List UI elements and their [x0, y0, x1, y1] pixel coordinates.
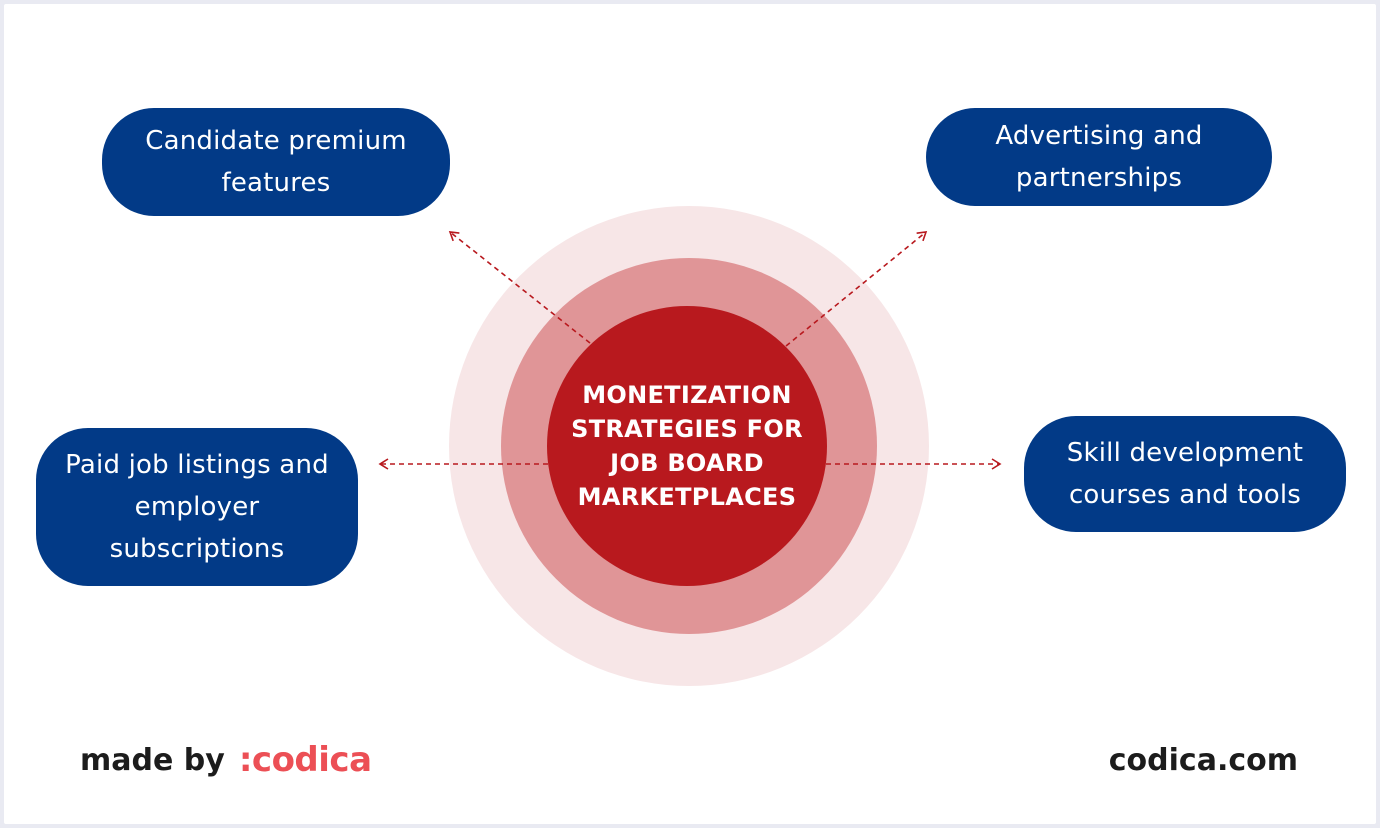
node-paid-job-listings: Paid job listings and employer subscript… [36, 428, 358, 586]
node-label-line: Paid job listings and [65, 450, 329, 480]
node-label-line: Skill development [1066, 438, 1304, 468]
node-label-line: Candidate premium [145, 126, 407, 156]
node-candidate-premium-features: Candidate premium features [102, 108, 450, 216]
codica-logo: :codica [238, 740, 372, 780]
made-by-label: made by [80, 742, 225, 778]
made-by-credit: made by :codica [80, 736, 372, 784]
node-advertising-partnerships: Advertising and partnerships [926, 108, 1272, 206]
site-url: codica.com [1109, 736, 1298, 784]
node-label-line: subscriptions [109, 534, 285, 564]
node-label-line: courses and tools [1068, 480, 1302, 510]
node-label-line: employer [134, 492, 260, 522]
center-title: MONETIZATION STRATEGIES FOR JOB BOARD MA… [548, 360, 826, 532]
node-skill-development: Skill development courses and tools [1024, 416, 1346, 532]
site-url-text: codica.com [1108, 742, 1298, 778]
node-label-line: partnerships [1015, 163, 1183, 193]
arrow-advertising [785, 231, 928, 347]
inner-circle [547, 306, 827, 586]
center-title-text: MONETIZATION STRATEGIES FOR JOB BOARD MA… [571, 381, 803, 511]
node-label-line: Advertising and [995, 121, 1203, 151]
arrow-candidate [448, 231, 591, 344]
node-label-line: features [221, 168, 331, 198]
